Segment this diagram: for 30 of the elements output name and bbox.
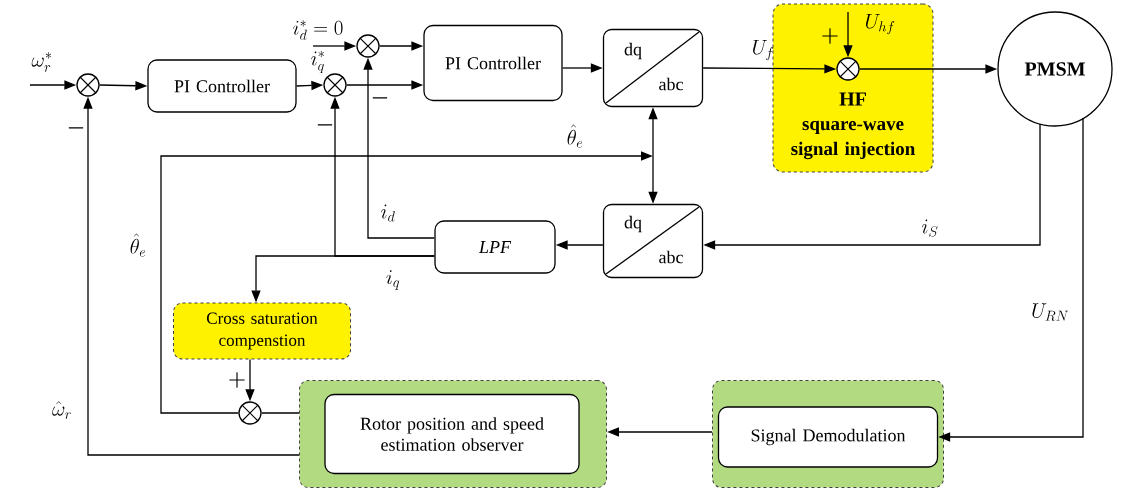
edge-label: $i^*_q$	[311, 50, 324, 74]
summing-junction	[323, 73, 347, 97]
edge-label: $\omega_r^*$	[31, 52, 52, 72]
summing-junction	[238, 401, 262, 425]
summing-junction	[356, 34, 380, 58]
sign-label: $+$	[229, 372, 245, 388]
summing-junction	[836, 57, 860, 81]
sign-label: $-$	[372, 97, 388, 99]
edge-label: $U_{RN}$	[1032, 303, 1069, 321]
edge-label: $\hat{\omega}_r$	[52, 401, 71, 419]
edge-label: $\hat{\theta}_e$	[567, 124, 583, 148]
edge-label: $i^*_d=0$	[293, 20, 343, 40]
edge-label: $U_f$	[753, 39, 774, 61]
edge-label: $i_q$	[386, 270, 400, 290]
process-box: Signal Demodulation	[717, 406, 939, 468]
sign-label: $-$	[317, 124, 333, 126]
transform-box: dq abc	[602, 203, 704, 279]
summing-junction	[76, 73, 100, 97]
sign-label: $-$	[68, 127, 84, 129]
transform-box: dq abc	[602, 28, 704, 108]
process-box: PI Controller	[423, 24, 563, 102]
edge-label: $U_{hf}$	[865, 13, 895, 35]
filter-box: LPF	[434, 220, 556, 274]
process-box: Rotor position and speed estimation observer	[324, 393, 580, 475]
process-box: PI Controller	[147, 59, 297, 113]
axis-label: $\hat{\theta}_e$	[130, 233, 146, 257]
edge-label: $i_d$	[381, 204, 395, 222]
compensation-box: Cross saturation compenstion	[173, 302, 351, 360]
edge-label: $i_S$	[922, 219, 938, 237]
sign-label: $+$	[822, 28, 838, 44]
